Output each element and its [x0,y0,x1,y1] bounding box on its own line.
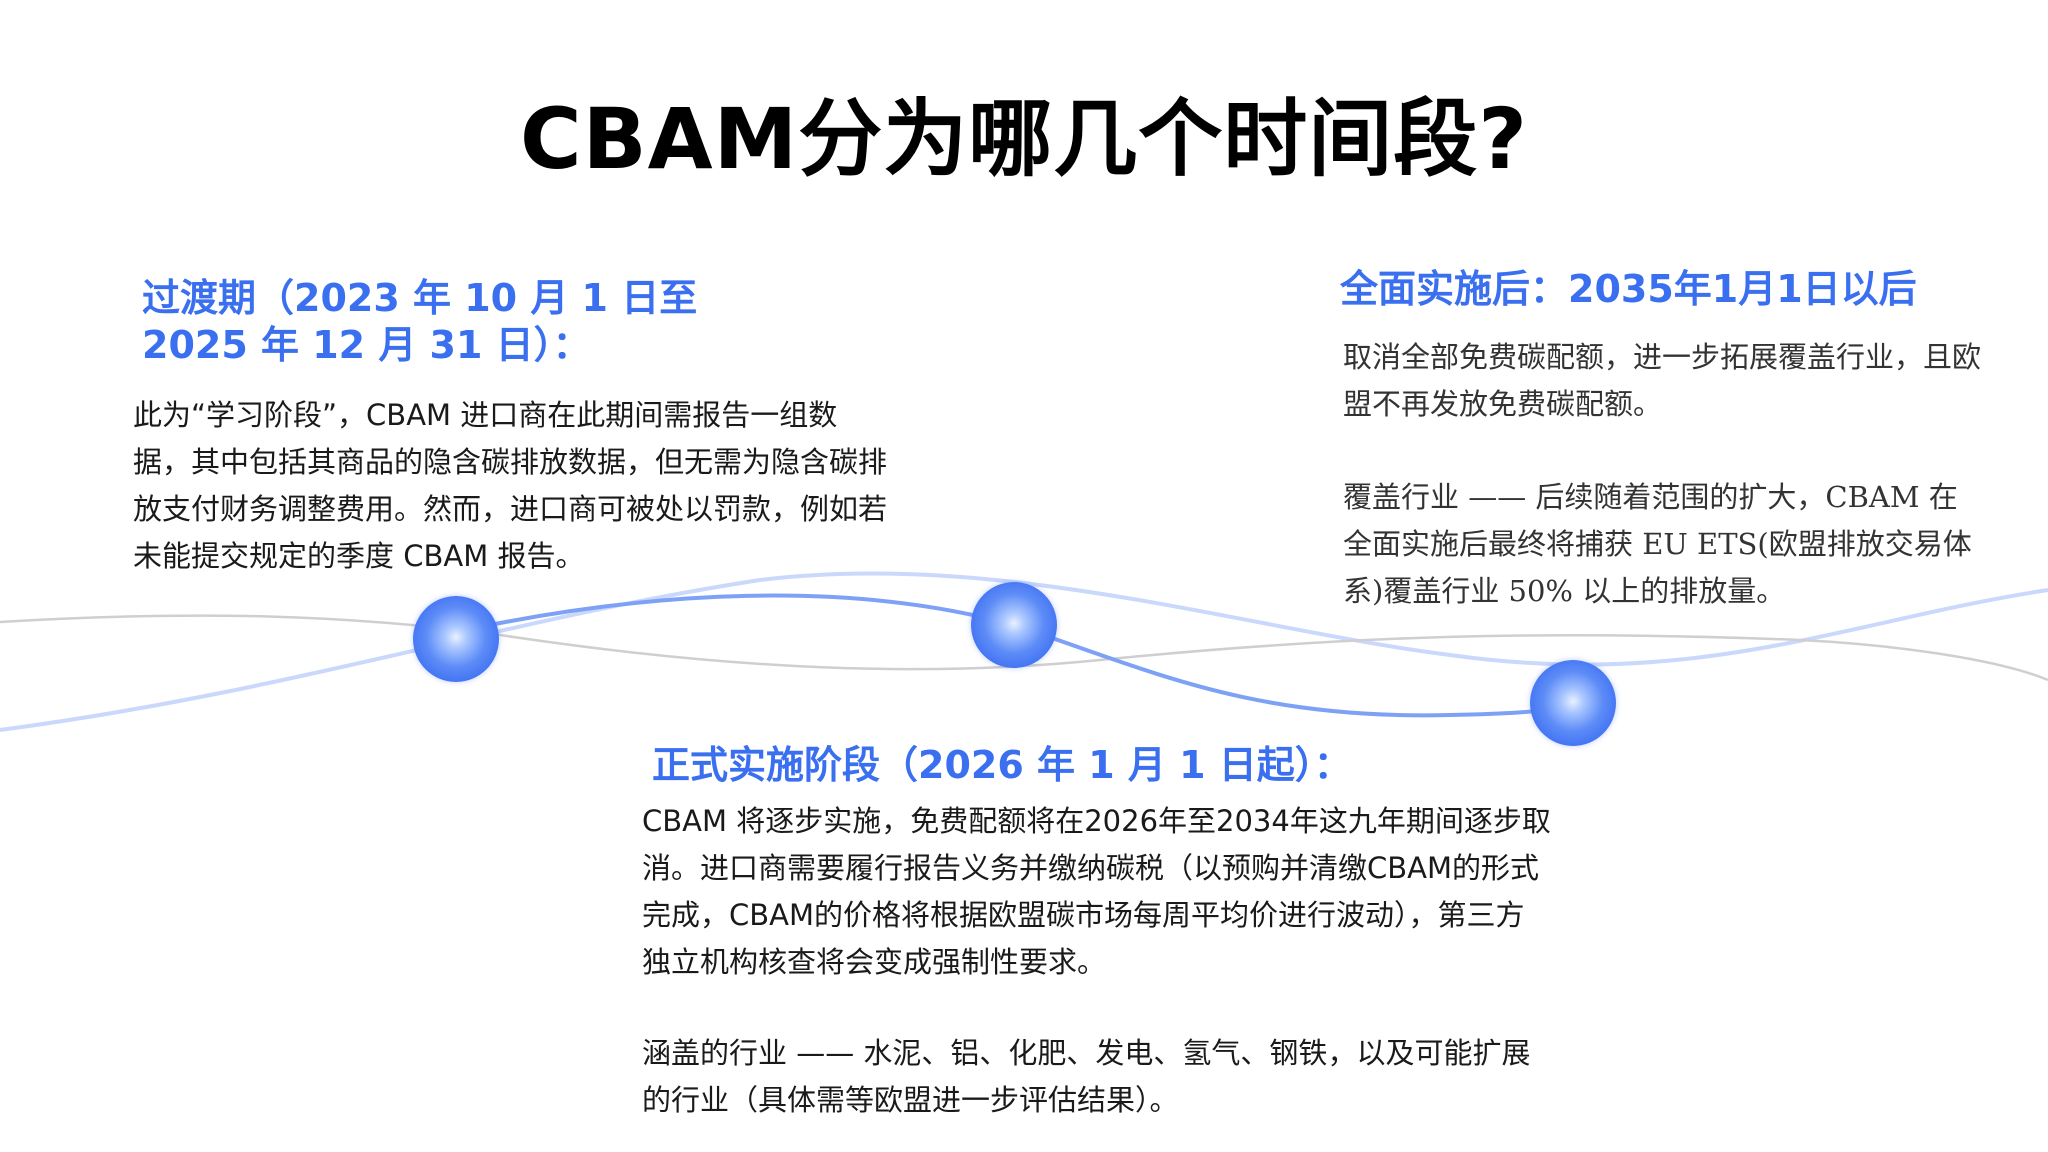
full-coverage: 覆盖行业 —— 后续随着范围的扩大，CBAM 在全面实施后最终将捕获 EU ET… [1343,480,1972,608]
transition-heading-line1: 过渡期（2023 年 10 月 1 日至 [142,276,698,320]
formal-sectors: 涵盖的行业 —— 水泥、铝、化肥、发电、氢气、钢铁，以及可能扩展的行业（具体需等… [642,1036,1531,1117]
wave-blue [455,593,1574,718]
wave-gray [0,614,2048,682]
page-title: CBAM分为哪几个时间段? [520,90,1528,188]
formal-heading: 正式实施阶段（2026 年 1 月 1 日起）： [652,743,1352,787]
full-body: 取消全部免费碳配额，进一步拓展覆盖行业，且欧盟不再发放免费碳配额。 [1343,340,1982,421]
full-heading: 全面实施后：2035年1月1日以后 [1340,267,1917,311]
timeline-node-formal [971,582,1057,668]
timeline-node-transition [413,596,499,682]
formal-body: CBAM 将逐步实施，免费配额将在2026年至2034年这九年期间逐步取消。进口… [642,804,1551,979]
wave-light-blue [0,571,2048,732]
timeline-node-full [1530,660,1616,746]
transition-heading: 过渡期（2023 年 10 月 1 日至 2025 年 12 月 31 日）： [142,275,762,369]
timeline-waves [0,571,2048,732]
transition-heading-line2: 2025 年 12 月 31 日）： [142,323,591,367]
transition-body: 此为“学习阶段”，CBAM 进口商在此期间需报告一组数据，其中包括其商品的隐含碳… [133,398,888,573]
